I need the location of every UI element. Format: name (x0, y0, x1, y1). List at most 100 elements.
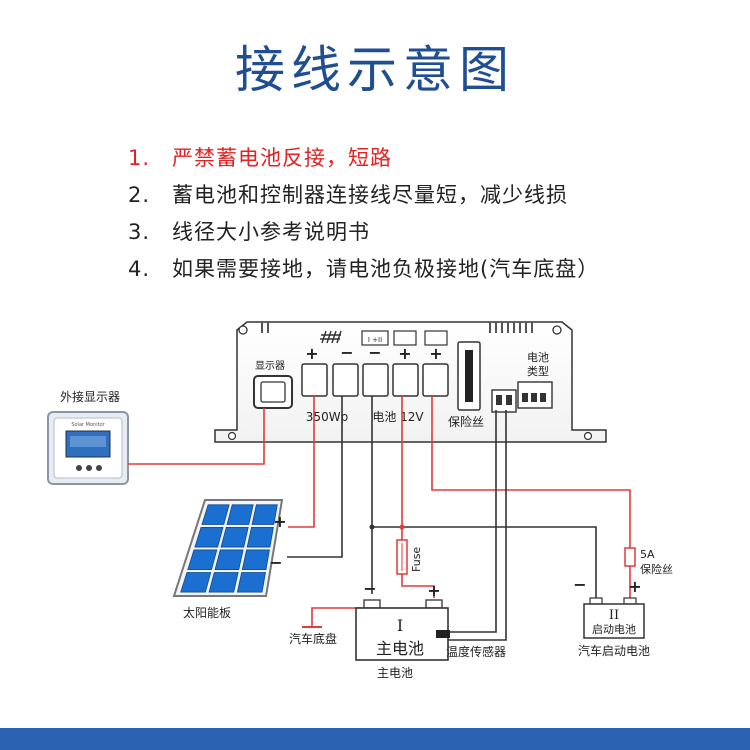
panel-negative-mark: − (269, 553, 282, 572)
starter-battery-post (589, 597, 603, 605)
temp-sensor-wire (448, 410, 497, 633)
fuse-slot-inner (465, 350, 473, 402)
note-item: 1. 严禁蓄电池反接，短路 (128, 140, 599, 177)
note-number: 2. (128, 183, 151, 207)
battery-type-label-2: 类型 (527, 364, 549, 378)
starter-battery: − + II 启动电池 汽车启动电池 (573, 575, 650, 658)
main-battery-caption: 主电池 (377, 666, 413, 680)
temp-pin (496, 395, 502, 405)
starter-icon (424, 330, 448, 346)
main-battery-roman: I (397, 616, 403, 635)
starter-battery-body (583, 603, 645, 639)
terminal-pv-negative (332, 363, 359, 397)
battery-icon-label: I +II (368, 336, 382, 344)
wiring-notes-list: 1.严禁蓄电池反接，短路 2.蓄电池和控制器连接线尽量短，减少线损 3.线径大小… (128, 140, 599, 288)
wire-junction (369, 524, 375, 530)
main-battery-positive-mark: + (427, 581, 440, 600)
starter-fuse-label: 保险丝 (640, 562, 673, 576)
starter-battery-inner-label: 启动电池 (592, 623, 636, 636)
starter-battery-post (623, 597, 637, 605)
note-number: 1. (128, 146, 151, 170)
solar-cell (251, 504, 278, 525)
starter-positive-wire (431, 396, 631, 598)
solar-panel-label: 太阳能板 (183, 605, 231, 620)
note-item: 3. 线径大小参考说明书 (128, 214, 599, 251)
display-port-inner (260, 381, 286, 403)
main-battery-post (363, 599, 381, 609)
terminal-battery-negative (362, 363, 389, 397)
solar-cell (246, 526, 274, 548)
solar-cell (180, 572, 212, 593)
starter-battery-caption: 汽车启动电池 (578, 643, 650, 658)
charge-controller: I +II + − − + + 显示器 电池 类型 (214, 321, 607, 443)
main-battery-post (425, 599, 443, 609)
solar-icon (320, 330, 342, 344)
display-button (86, 465, 92, 471)
note-number: 4. (128, 257, 151, 281)
fuse-box-label: 保险丝 (448, 414, 484, 429)
solar-cell (201, 504, 230, 525)
note-text: 严禁蓄电池反接，短路 (172, 146, 392, 170)
display-port (253, 375, 293, 409)
main-battery-negative-mark: − (363, 579, 376, 598)
solar-cell (226, 504, 254, 525)
bottom-bar (0, 728, 750, 750)
main-battery-inner-label: 主电池 (376, 639, 424, 658)
negative-bus-wire (372, 526, 597, 598)
chassis-ground-label: 汽车底盘 (289, 631, 337, 646)
chassis-ground-wire (311, 607, 362, 626)
temp-pin (506, 395, 512, 405)
solar-cell (187, 549, 218, 570)
solar-cell (214, 549, 244, 570)
pv-positive-wire (288, 396, 315, 528)
external-display: 外接显示器 Solar Monitor (47, 389, 129, 485)
solar-cell (236, 572, 266, 593)
wire-junction (399, 524, 405, 530)
pv-positive-mark: + (305, 344, 318, 363)
solar-cell (241, 549, 270, 570)
cooling-fins (261, 322, 533, 333)
battery-positive-wire (401, 396, 435, 598)
note-text: 如果需要接地，请电池负极接地(汽车底盘） (172, 257, 600, 281)
note-item: 4. 如果需要接地，请电池负极接地(汽车底盘） (128, 251, 599, 288)
display-port-label: 显示器 (255, 360, 285, 372)
display-button (96, 465, 102, 471)
note-text: 线径大小参考说明书 (172, 220, 370, 244)
panel-positive-mark: + (273, 512, 286, 531)
switch-pin (540, 393, 546, 402)
external-display-label: 外接显示器 (60, 389, 120, 404)
page-title: 接线示意图 (235, 41, 515, 99)
mount-hole (583, 431, 593, 441)
terminal-battery-positive (392, 363, 419, 397)
battery-icon (361, 330, 389, 346)
starter-battery-negative-mark: − (573, 575, 586, 594)
solar-cell (194, 526, 224, 548)
switch-pin (522, 393, 528, 402)
battery-type-label: 电池 (527, 351, 549, 364)
battery-negative-mark: − (368, 343, 381, 362)
starter-battery-positive-mark: + (628, 577, 641, 596)
switch-pin (531, 393, 537, 402)
terminal-pv-positive (301, 363, 328, 397)
temperature-sensor-label: 温度传感器 (446, 644, 506, 659)
pv-negative-mark: − (340, 343, 353, 362)
note-number: 3. (128, 220, 151, 244)
mount-hole (238, 325, 248, 335)
starter-fuse-rating: 5A (640, 548, 655, 561)
display-screen-glare (70, 436, 106, 447)
display-button (76, 465, 82, 471)
temp-sensor-wire (448, 410, 507, 641)
solar-cell (220, 526, 249, 548)
pv-spec-label: 350Wp (306, 410, 348, 424)
load-icon (393, 330, 417, 346)
battery-spec-label: 电池 12V (372, 410, 424, 424)
mount-hole (227, 431, 237, 441)
temp-sensor-probe (436, 630, 450, 638)
starter-positive-mark: + (429, 344, 442, 363)
pv-negative-wire (287, 396, 343, 558)
starter-fuse (624, 547, 636, 567)
solar-cell (208, 572, 239, 593)
terminal-starter-positive (422, 363, 449, 397)
inline-fuse-label: Fuse (410, 547, 423, 572)
